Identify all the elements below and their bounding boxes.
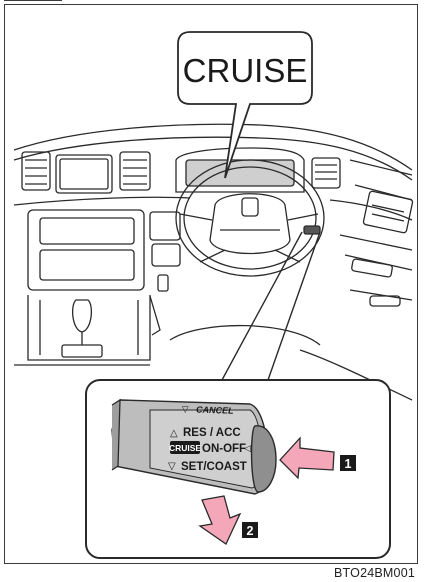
cruise-callout-label: CRUISE	[183, 52, 308, 89]
figure-code: BTO24BM001	[334, 566, 415, 580]
set-coast-label: SET/COAST	[181, 461, 247, 473]
res-acc-label: RES / ACC	[183, 427, 241, 439]
on-off-label: ON-OFF	[202, 443, 246, 455]
cruise-badge-label: CRUISE	[169, 443, 201, 453]
cancel-arrow-icon: ▽	[182, 404, 189, 414]
on-off-arrow-icon: ◁	[244, 443, 251, 453]
res-acc-arrow-icon: △	[170, 428, 178, 439]
cancel-label: CANCEL	[196, 405, 234, 416]
step-1-label: 1	[345, 457, 352, 471]
step-2-label: 2	[247, 524, 254, 538]
dashboard-drawing	[14, 124, 413, 400]
set-coast-arrow-icon: ▽	[168, 461, 176, 472]
